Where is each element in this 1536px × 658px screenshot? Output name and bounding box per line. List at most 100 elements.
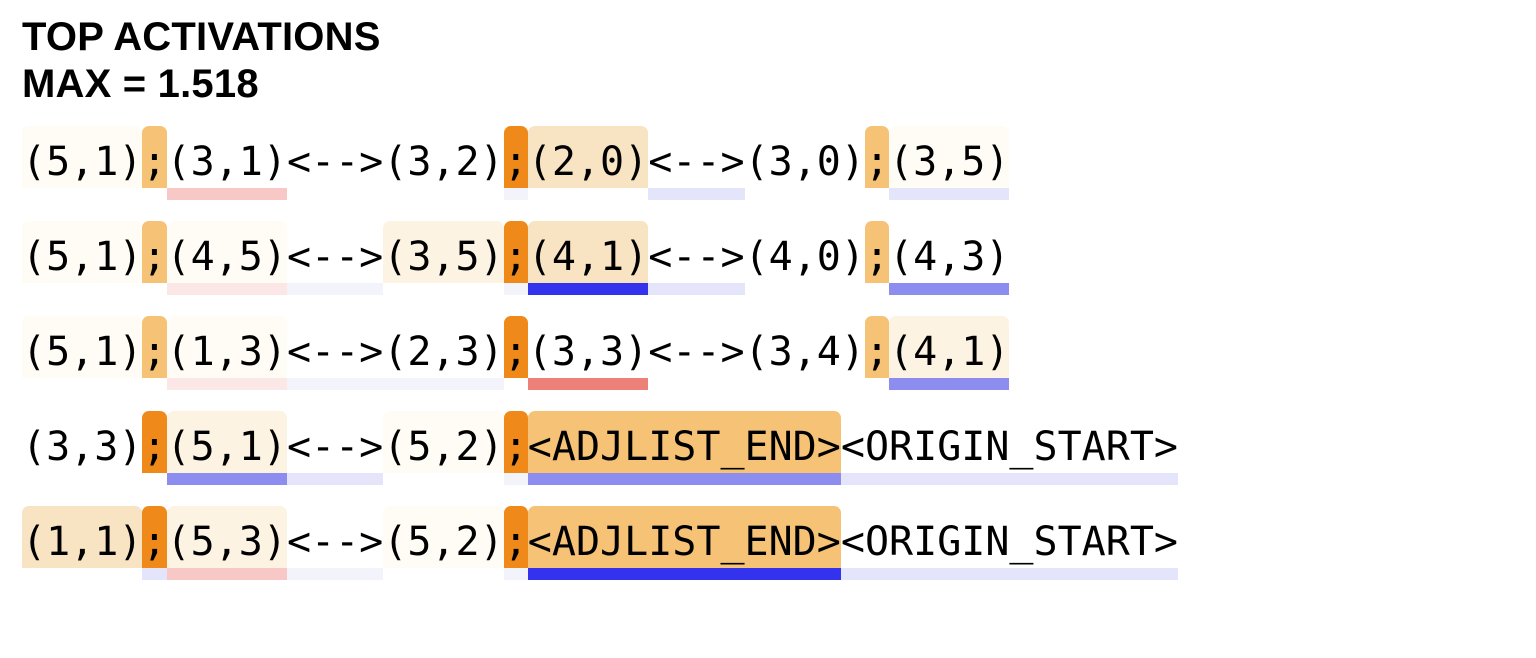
token-cell[interactable]: <ORIGIN_START> xyxy=(840,411,1179,485)
token-cell[interactable]: ; xyxy=(864,221,890,295)
attribution-bar xyxy=(22,473,143,485)
attribution-bar xyxy=(527,283,649,295)
token-cell[interactable]: (5,2) xyxy=(383,411,504,485)
token-cell[interactable]: (5,2) xyxy=(383,506,504,580)
token-cell[interactable]: (3,4) xyxy=(744,316,865,390)
token-cell[interactable]: ; xyxy=(864,316,890,390)
token-text: ; xyxy=(864,234,890,280)
attribution-bar xyxy=(383,378,504,390)
token-cell[interactable]: <--> xyxy=(286,316,384,390)
token-text: (3,4) xyxy=(744,329,865,375)
token-text: <ADJLIST_END> xyxy=(527,424,841,470)
token-cell[interactable]: (5,1) xyxy=(22,221,143,295)
token-text: (5,1) xyxy=(22,329,143,375)
token-cell[interactable]: ; xyxy=(503,411,528,485)
token-text: (2,3) xyxy=(383,329,504,375)
token-cell[interactable]: (2,0) xyxy=(527,126,649,200)
attribution-bar xyxy=(286,188,384,200)
token-cell[interactable]: <--> xyxy=(648,221,745,295)
token-cell[interactable]: (1,3) xyxy=(166,316,287,390)
attribution-bar xyxy=(889,188,1010,200)
token-cell[interactable]: ; xyxy=(864,126,890,200)
attribution-bar xyxy=(383,473,504,485)
attribution-bar xyxy=(22,188,143,200)
token-cell[interactable]: <ORIGIN_START> xyxy=(840,506,1179,580)
token-cell[interactable]: <--> xyxy=(648,316,745,390)
token-cell[interactable]: <--> xyxy=(286,506,384,580)
token-text: (4,3) xyxy=(889,234,1010,280)
token-cell[interactable]: <--> xyxy=(286,126,384,200)
token-cell[interactable]: (4,1) xyxy=(527,221,649,295)
token-cell[interactable]: ; xyxy=(142,411,167,485)
activation-row: (5,1);(4,5)<-->(3,5);(4,1)<-->(4,0);(4,3… xyxy=(22,221,1536,316)
attribution-bar xyxy=(648,378,745,390)
activation-row: (3,3);(5,1)<-->(5,2);<ADJLIST_END><ORIGI… xyxy=(22,411,1536,506)
token-cell[interactable]: (4,5) xyxy=(166,221,287,295)
token-text: ; xyxy=(142,519,167,565)
attribution-bar xyxy=(166,283,287,295)
token-cell[interactable]: (3,5) xyxy=(383,221,504,295)
token-text: ; xyxy=(864,139,890,185)
attribution-bar xyxy=(864,188,890,200)
activation-rows: (5,1);(3,1)<-->(3,2);(2,0)<-->(3,0);(3,5… xyxy=(0,126,1536,601)
token-text: (4,1) xyxy=(527,234,649,280)
token-cell[interactable]: (3,3) xyxy=(527,316,649,390)
token-text: (2,0) xyxy=(527,139,649,185)
token-cell[interactable]: (4,0) xyxy=(744,221,865,295)
attribution-bar xyxy=(744,188,865,200)
token-cell[interactable]: ; xyxy=(142,126,167,200)
attribution-bar xyxy=(22,283,143,295)
token-cell[interactable]: ; xyxy=(142,316,167,390)
token-cell[interactable]: <--> xyxy=(286,411,384,485)
token-text: <ORIGIN_START> xyxy=(840,424,1179,470)
attribution-bar xyxy=(166,568,287,580)
token-cell[interactable]: (3,0) xyxy=(744,126,865,200)
attribution-bar xyxy=(503,188,528,200)
token-text: (5,2) xyxy=(383,424,504,470)
token-cell[interactable]: (4,1) xyxy=(889,316,1010,390)
token-cell[interactable]: <ADJLIST_END> xyxy=(527,411,841,485)
attribution-bar xyxy=(286,283,384,295)
token-cell[interactable]: ; xyxy=(142,506,167,580)
attribution-bar xyxy=(503,283,528,295)
token-cell[interactable]: ; xyxy=(503,506,528,580)
attribution-bar xyxy=(142,188,167,200)
token-cell[interactable]: (3,5) xyxy=(889,126,1010,200)
token-cell[interactable]: (5,3) xyxy=(166,506,287,580)
token-cell[interactable]: (5,1) xyxy=(166,411,287,485)
token-cell[interactable]: (2,3) xyxy=(383,316,504,390)
attribution-bar xyxy=(864,283,890,295)
token-cell[interactable]: (5,1) xyxy=(22,316,143,390)
token-cell[interactable]: ; xyxy=(503,316,528,390)
attribution-bar xyxy=(527,378,649,390)
attribution-bar xyxy=(166,473,287,485)
token-cell[interactable]: ; xyxy=(503,221,528,295)
token-text: ; xyxy=(503,424,528,470)
attribution-bar xyxy=(286,378,384,390)
attribution-bar xyxy=(286,473,384,485)
token-cell[interactable]: ; xyxy=(503,126,528,200)
token-text: (4,0) xyxy=(744,234,865,280)
token-cell[interactable]: <--> xyxy=(648,126,745,200)
attribution-bar xyxy=(166,188,287,200)
token-cell[interactable]: <--> xyxy=(286,221,384,295)
activation-row: (5,1);(3,1)<-->(3,2);(2,0)<-->(3,0);(3,5… xyxy=(22,126,1536,221)
token-cell[interactable]: (1,1) xyxy=(22,506,143,580)
token-cell[interactable]: ; xyxy=(142,221,167,295)
token-text: <--> xyxy=(648,234,745,280)
token-cell[interactable]: <ADJLIST_END> xyxy=(527,506,841,580)
attribution-bar xyxy=(889,283,1010,295)
token-cell[interactable]: (3,1) xyxy=(166,126,287,200)
token-text: <--> xyxy=(648,329,745,375)
token-cell[interactable]: (3,2) xyxy=(383,126,504,200)
attribution-bar xyxy=(744,283,865,295)
token-cell[interactable]: (4,3) xyxy=(889,221,1010,295)
token-text: (3,0) xyxy=(744,139,865,185)
token-text: (5,1) xyxy=(22,234,143,280)
token-cell[interactable]: (3,3) xyxy=(22,411,143,485)
attribution-bar xyxy=(744,378,865,390)
attribution-bar xyxy=(142,378,167,390)
attribution-bar xyxy=(648,188,745,200)
token-cell[interactable]: (5,1) xyxy=(22,126,143,200)
